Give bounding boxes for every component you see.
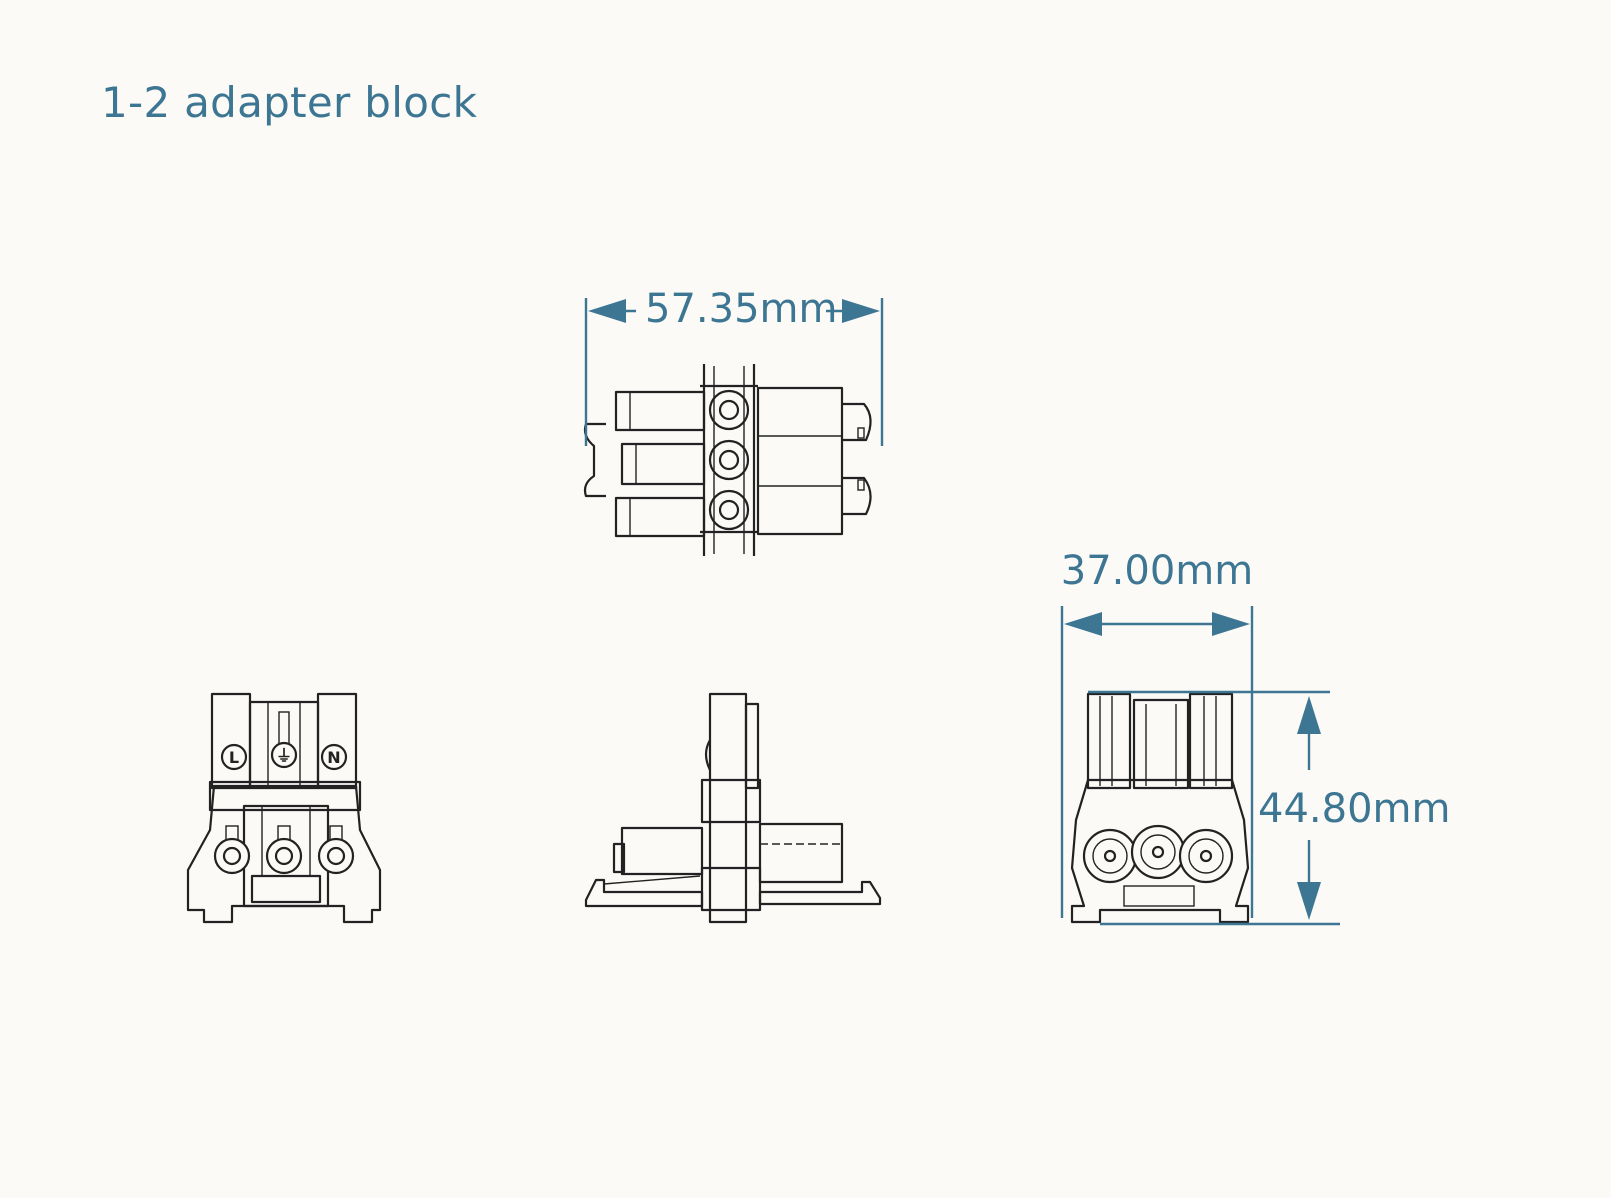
dimension-right-height: 44.80mm	[1088, 690, 1450, 926]
terminal-label-earth: ⏚	[276, 746, 292, 765]
front-terminal-screws	[213, 825, 355, 875]
page-title: 1-2 adapter block	[101, 78, 478, 127]
side-view	[584, 692, 882, 924]
terminal-label-live: L	[229, 748, 239, 767]
dimension-right-width: 37.00mm	[1061, 548, 1253, 918]
terminal-label-neutral: N	[327, 748, 340, 767]
dimension-label-top-width: 57.35mm	[645, 286, 837, 332]
top-view	[583, 364, 872, 556]
dimension-label-right-height: 44.80mm	[1258, 786, 1450, 832]
dimension-top-width: 57.35mm	[584, 286, 884, 446]
front-view: L ⏚ N	[186, 692, 382, 924]
rear-sockets	[1082, 824, 1234, 884]
rear-view	[1070, 692, 1250, 924]
dimension-label-right-width: 37.00mm	[1061, 548, 1253, 594]
top-terminal-screws	[708, 389, 750, 531]
